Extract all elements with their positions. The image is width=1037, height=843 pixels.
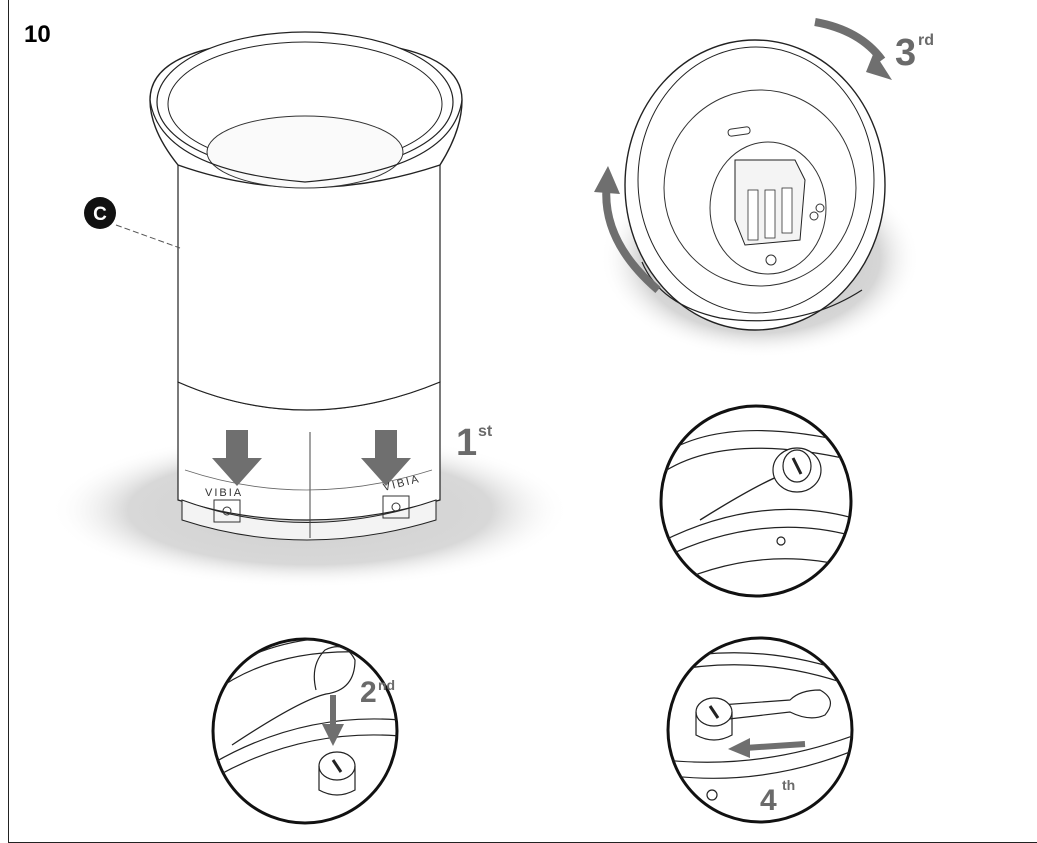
step-4-suffix: th <box>782 777 795 793</box>
step-number: 10 <box>24 21 51 48</box>
step-1-suffix: st <box>478 423 493 440</box>
step-2-number: 2 <box>360 676 377 709</box>
rotate-arrow-left-icon <box>602 181 661 294</box>
luminaire-body: VIBIA VIBIA C <box>50 31 570 588</box>
step-3-number: 3 <box>895 32 916 74</box>
rotate-arrow-top-icon <box>814 18 886 63</box>
fixture-top-view <box>594 18 920 358</box>
step-3-suffix: rd <box>918 32 934 49</box>
step-1-label: 1 st <box>456 422 493 464</box>
part-callout-letter: C <box>93 204 107 225</box>
step-4-number: 4 <box>760 784 777 817</box>
slide-arrow-icon <box>744 741 806 751</box>
step-3-label: 3 rd <box>895 32 934 74</box>
push-arrow-left-icon <box>212 430 262 486</box>
detail-circle-screw-drop <box>211 637 399 825</box>
detail-circle-screw-in-slot <box>659 404 853 598</box>
step-4-label: 4 th <box>760 777 795 817</box>
brand-label-left: VIBIA <box>205 487 243 499</box>
step-2-suffix: nd <box>378 677 395 693</box>
step-2-label: 2 nd <box>360 676 395 709</box>
step-1-number: 1 <box>456 422 477 464</box>
push-arrow-right-icon <box>361 430 411 486</box>
part-callout-marker <box>84 197 116 229</box>
